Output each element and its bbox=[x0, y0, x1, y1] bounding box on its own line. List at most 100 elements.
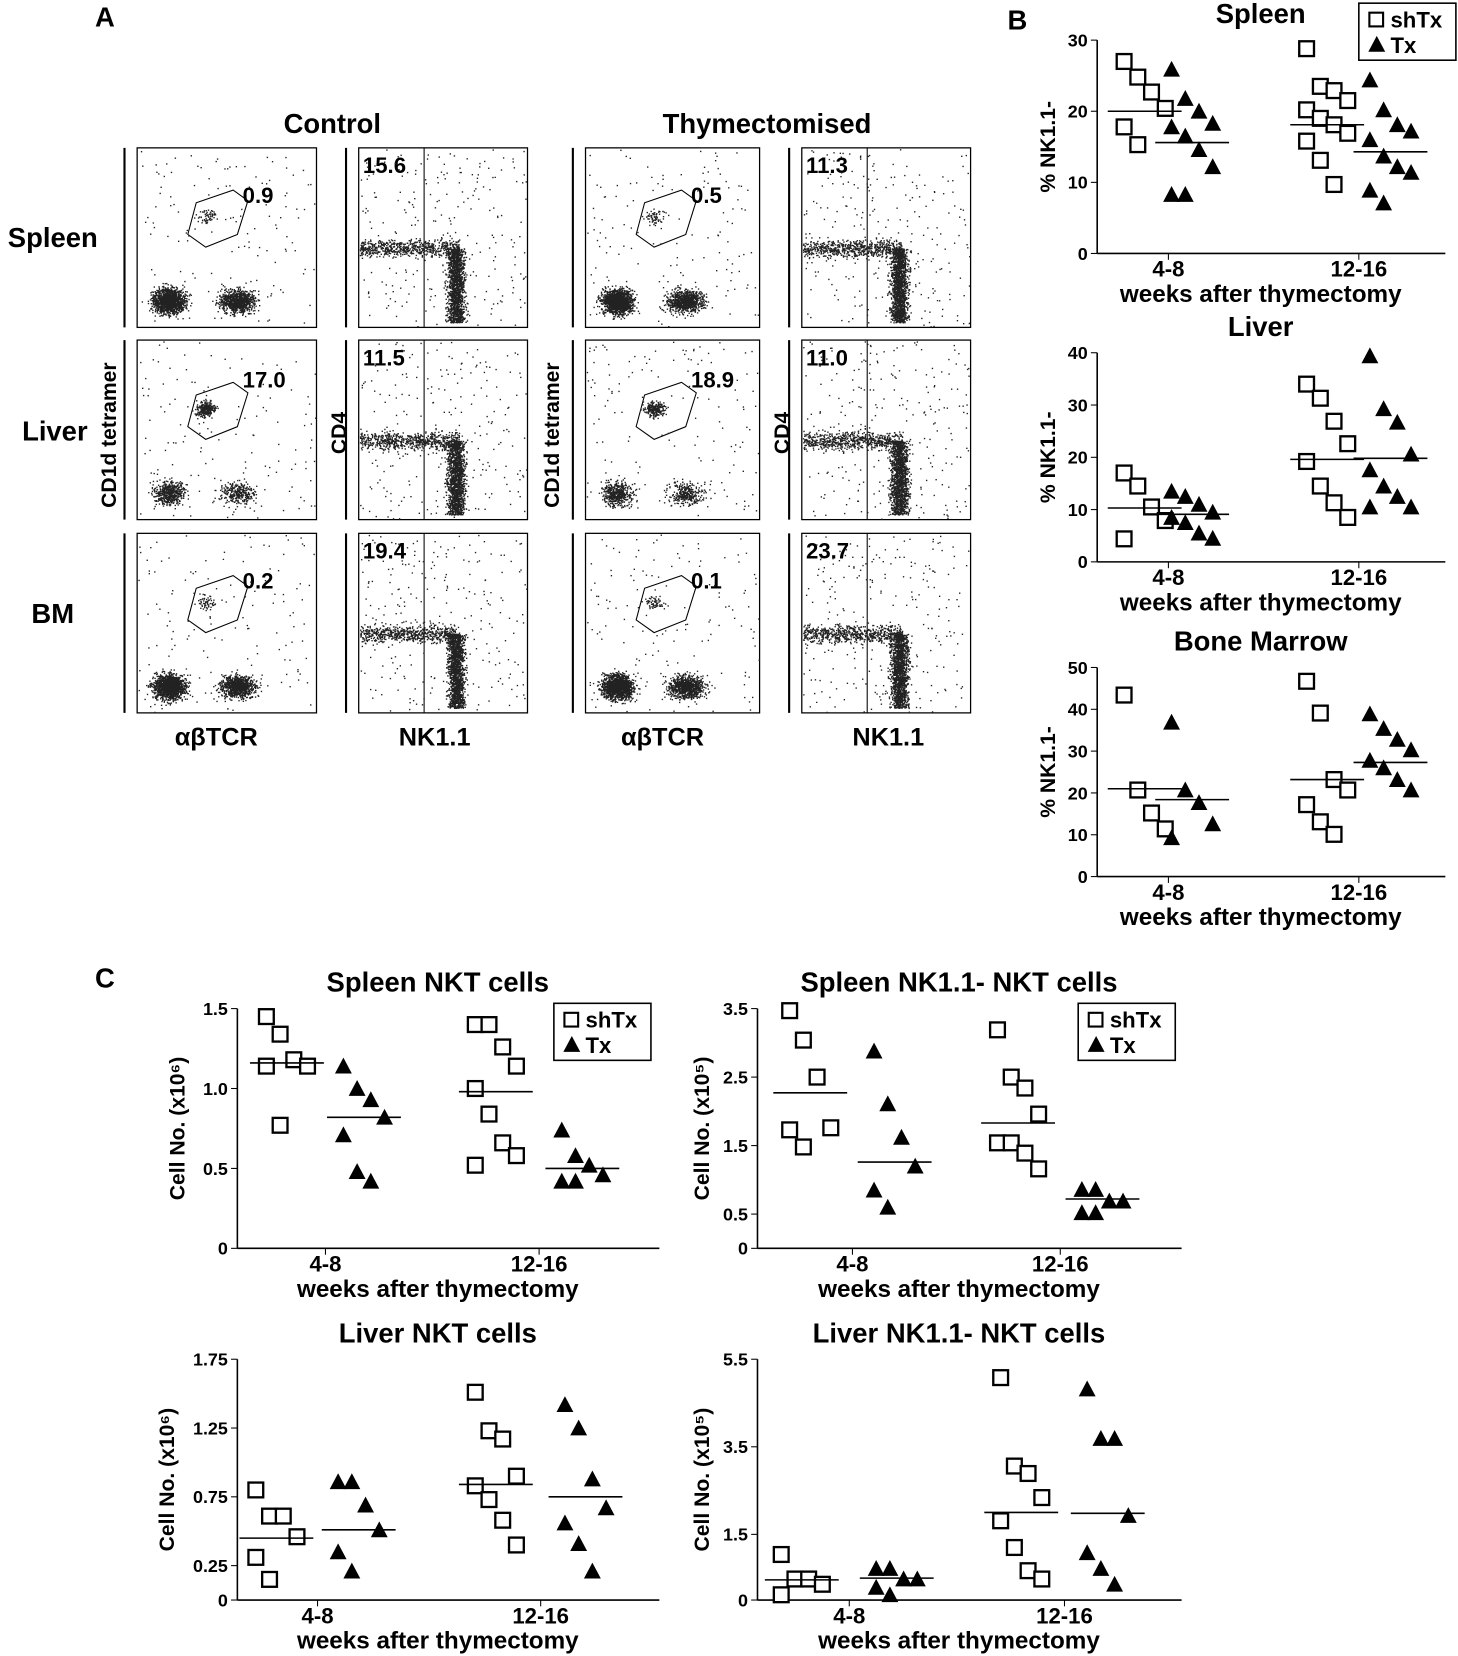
point-shtx bbox=[1311, 813, 1329, 831]
point-tx bbox=[567, 1147, 584, 1164]
point-shtx bbox=[1033, 1570, 1051, 1588]
point-shtx bbox=[1298, 375, 1316, 393]
y-tick-label: 30 bbox=[1068, 741, 1088, 761]
point-tx bbox=[343, 1562, 361, 1579]
quadrant-percentage: 23.7 bbox=[806, 539, 849, 564]
flow-plot: 11.5 bbox=[344, 339, 529, 521]
y-axis-label: Cell No. (x10⁵) bbox=[691, 1408, 714, 1552]
point-shtx bbox=[1019, 1464, 1037, 1483]
point-shtx bbox=[1298, 796, 1316, 814]
flow-plot-frame bbox=[584, 147, 761, 329]
point-shtx bbox=[1325, 175, 1343, 194]
x-tick-label: 4-8 bbox=[309, 1252, 341, 1277]
point-shtx bbox=[507, 1467, 525, 1485]
legend-shtx-label: shTx bbox=[586, 1008, 638, 1033]
point-tx bbox=[362, 1172, 380, 1189]
point-shtx bbox=[1005, 1538, 1023, 1557]
point-tx bbox=[348, 1080, 366, 1096]
panel-label-c: C bbox=[95, 962, 115, 993]
row-label-bm: BM bbox=[31, 598, 74, 629]
y-axis-label: Cell No. (x10⁶) bbox=[167, 1057, 190, 1201]
point-shtx bbox=[1298, 40, 1316, 58]
flow-events bbox=[138, 534, 315, 714]
y-tick-label: 40 bbox=[1068, 700, 1088, 720]
point-tx bbox=[1361, 71, 1379, 88]
flow-plots: 0.917.00.215.611.519.40.518.90.111.311.0… bbox=[123, 147, 972, 714]
point-tx bbox=[1176, 488, 1194, 504]
point-tx bbox=[1375, 101, 1393, 118]
point-tx bbox=[1204, 114, 1222, 131]
point-tx bbox=[1176, 127, 1194, 144]
flow-plot-frame bbox=[358, 147, 529, 329]
point-tx bbox=[1402, 445, 1420, 462]
y-tick-label: 30 bbox=[1068, 395, 1088, 415]
chart-title: Spleen bbox=[1216, 0, 1306, 29]
point-tx bbox=[567, 1172, 584, 1189]
point-tx bbox=[1361, 751, 1379, 768]
point-tx bbox=[879, 1095, 897, 1112]
y-axis-label: % NK1.1- bbox=[1037, 101, 1060, 193]
point-tx bbox=[879, 1198, 897, 1215]
point-tx bbox=[570, 1419, 588, 1436]
x-label-nk-tx: NK1.1 bbox=[852, 724, 924, 752]
point-shtx bbox=[247, 1481, 265, 1499]
point-tx bbox=[1375, 477, 1393, 494]
x-axis-label: weeks after thymectomy bbox=[1119, 589, 1402, 616]
x-tick-label: 4-8 bbox=[1152, 880, 1184, 905]
point-tx bbox=[1388, 116, 1406, 133]
point-tx bbox=[348, 1163, 366, 1180]
flow-plot: 11.3 bbox=[788, 147, 972, 329]
point-tx bbox=[1190, 141, 1208, 158]
chart-title: Bone Marrow bbox=[1174, 626, 1348, 657]
point-tx bbox=[1106, 1430, 1124, 1446]
y-tick-label: 0 bbox=[738, 1590, 748, 1610]
point-tx bbox=[867, 1578, 885, 1595]
y-tick-label: 20 bbox=[1068, 783, 1088, 803]
point-shtx bbox=[261, 1507, 279, 1525]
point-shtx bbox=[1019, 1562, 1037, 1580]
point-tx bbox=[329, 1543, 347, 1560]
point-shtx bbox=[992, 1369, 1010, 1387]
x-tick-label: 4-8 bbox=[836, 1252, 868, 1277]
flow-plot-frame bbox=[584, 532, 761, 714]
point-tx bbox=[1163, 482, 1181, 499]
x-label-tcr-tx: αβTCR bbox=[621, 724, 704, 752]
y-label-cd4-tx: CD4 bbox=[771, 412, 794, 455]
flow-plot-frame bbox=[801, 339, 972, 521]
legend-tx-icon bbox=[563, 1036, 581, 1052]
point-shtx bbox=[480, 1422, 498, 1440]
point-tx bbox=[1106, 1575, 1124, 1592]
flow-plot: 19.4 bbox=[344, 532, 529, 714]
gate-outline bbox=[187, 381, 249, 440]
point-tx bbox=[1375, 720, 1393, 736]
gate-outline bbox=[187, 574, 249, 634]
point-tx bbox=[1176, 185, 1194, 202]
flow-plot-frame bbox=[136, 532, 318, 714]
y-tick-label: 0.75 bbox=[193, 1487, 228, 1507]
flow-plot: 23.7 bbox=[788, 532, 972, 714]
point-shtx bbox=[257, 1008, 275, 1026]
point-shtx bbox=[1339, 92, 1357, 110]
y-axis-label: % NK1.1- bbox=[1037, 412, 1060, 504]
point-shtx bbox=[1115, 52, 1133, 71]
y-tick-label: 0.5 bbox=[723, 1204, 748, 1224]
legend-shtx-icon bbox=[1368, 11, 1385, 28]
point-tx bbox=[881, 1586, 899, 1603]
point-shtx bbox=[1311, 151, 1329, 169]
point-shtx bbox=[988, 1021, 1007, 1039]
flow-events bbox=[586, 341, 760, 517]
point-shtx bbox=[1298, 452, 1316, 471]
point-tx bbox=[1163, 185, 1181, 202]
point-shtx bbox=[494, 1430, 512, 1448]
x-axis-label: weeks after thymectomy bbox=[817, 1628, 1100, 1655]
flow-plot-frame bbox=[358, 339, 529, 521]
point-shtx bbox=[271, 1025, 289, 1043]
point-tx bbox=[1361, 705, 1379, 722]
header-thymectomised: Thymectomised bbox=[663, 108, 872, 139]
flow-plot-frame bbox=[136, 147, 318, 329]
flow-plot: 0.1 bbox=[571, 532, 761, 714]
row-label-liver: Liver bbox=[22, 415, 88, 446]
